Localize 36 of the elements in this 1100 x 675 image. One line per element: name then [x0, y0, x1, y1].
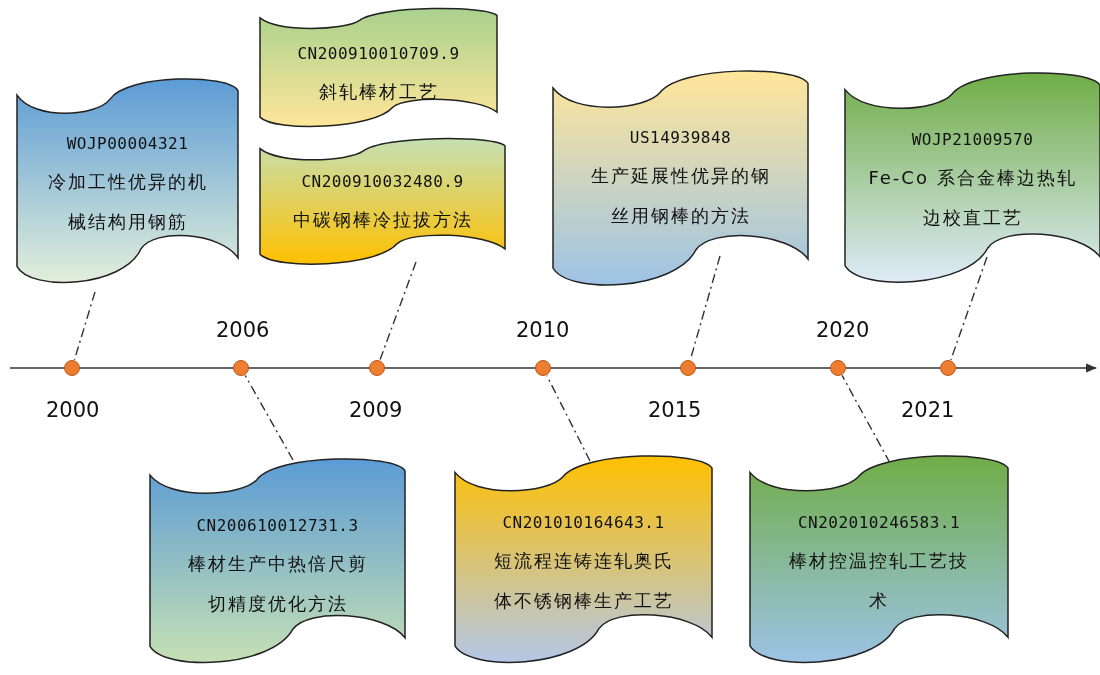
- leader-line: [379, 261, 417, 361]
- timeline-dot: [369, 360, 385, 376]
- timeline-dot: [64, 360, 80, 376]
- year-label: 2006: [216, 318, 270, 342]
- year-label: 2009: [349, 398, 403, 422]
- patent-number: WOJP00004321: [66, 133, 189, 155]
- patent-title: 短流程连铸连轧奥氏体不锈钢棒生产工艺: [492, 549, 675, 613]
- leader-line: [244, 374, 294, 461]
- patent-number: WOJP21009570: [911, 129, 1034, 151]
- year-label: 2021: [901, 398, 955, 422]
- patent-title: 棒材控温控轧工艺技术: [788, 549, 970, 613]
- year-label: 2000: [46, 398, 100, 422]
- timeline-dot: [233, 360, 249, 376]
- patent-number: CN201010164643.1: [502, 512, 665, 534]
- patent-number: CN202010246583.1: [797, 512, 961, 534]
- patent-title: Fe-Co 系合金棒边热轧边校直工艺: [867, 166, 1078, 230]
- year-label: 2020: [816, 318, 870, 342]
- patent-title: 生产延展性优异的钢丝用钢棒的方法: [589, 164, 772, 228]
- patent-title: 中碳钢棒冷拉拔方法: [291, 208, 474, 232]
- patent-title: 棒材生产中热倍尺剪切精度优化方法: [186, 552, 369, 616]
- timeline-dot: [940, 360, 956, 376]
- patent-number: US14939848: [629, 127, 732, 149]
- year-label: 2010: [516, 318, 570, 342]
- patent-title: 冷加工性优异的机械结构用钢筋: [46, 170, 209, 234]
- timeline-dot: [535, 360, 551, 376]
- leader-line: [950, 256, 988, 361]
- leader-line: [841, 374, 891, 464]
- patent-number: CN200910010709.9: [297, 43, 460, 65]
- timeline-dot: [680, 360, 696, 376]
- timeline-dot: [830, 360, 846, 376]
- leader-line: [73, 291, 96, 361]
- patent-number: CN200910032480.9: [301, 171, 464, 193]
- leader-line: [546, 374, 591, 462]
- patent-title: 斜轧棒材工艺: [317, 80, 440, 104]
- year-label: 2015: [648, 398, 702, 422]
- patent-number: CN200610012731.3: [196, 515, 359, 537]
